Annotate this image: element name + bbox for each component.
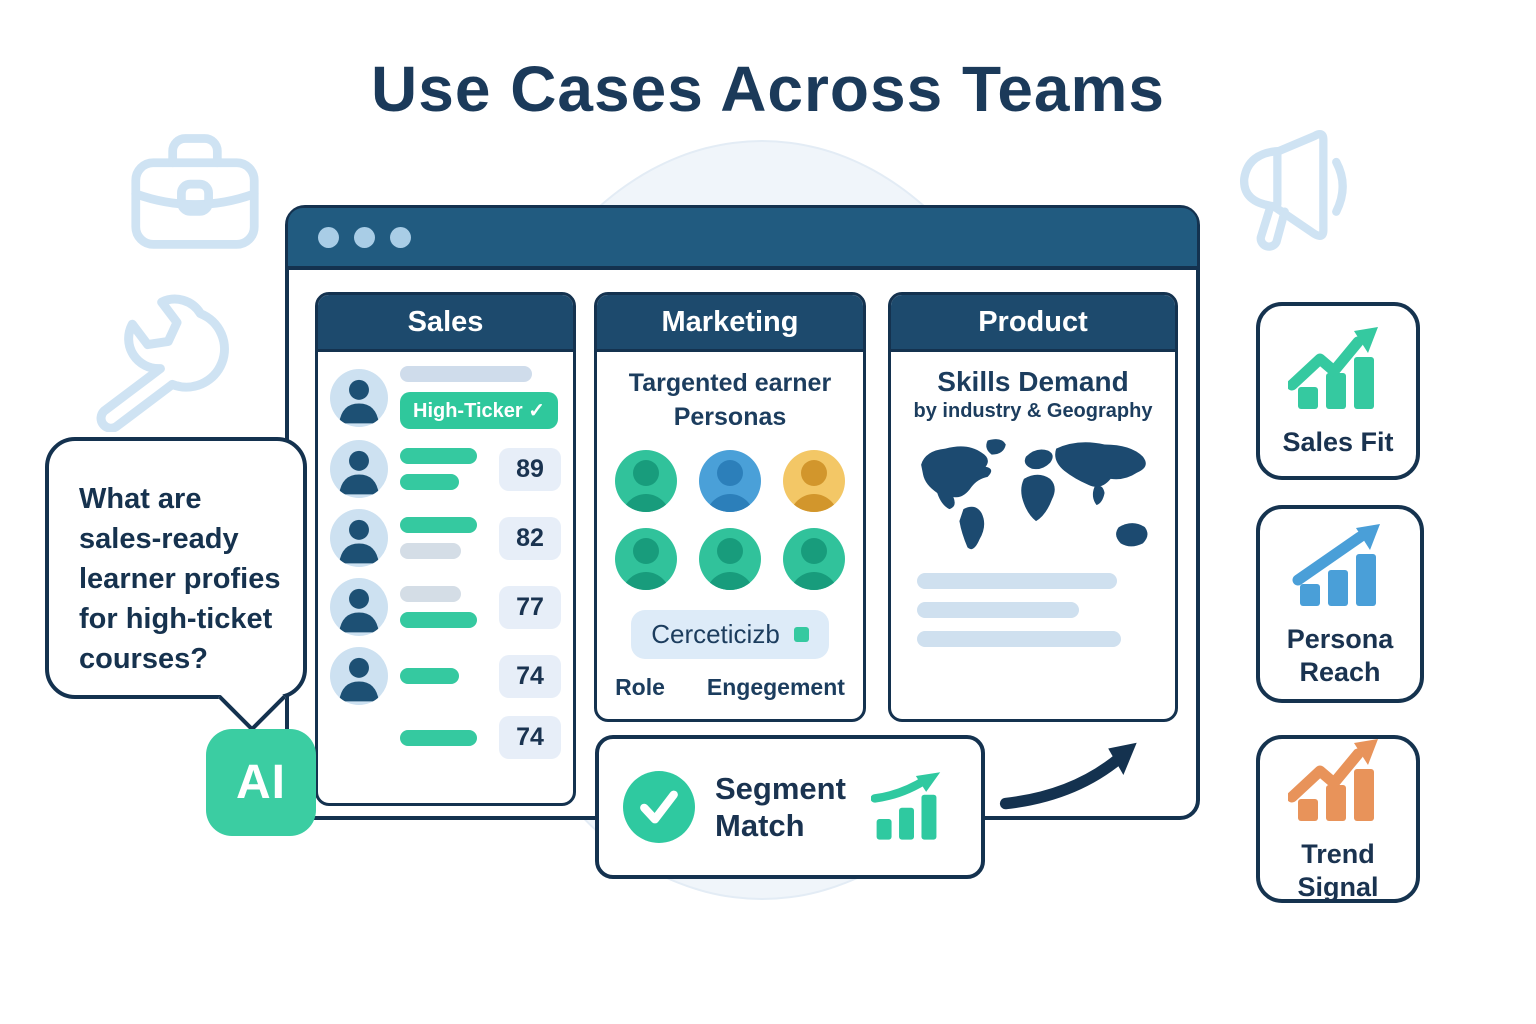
sales-row-bars: High-Ticker ✓ (400, 366, 561, 429)
side-card-label: Persona Reach (1286, 623, 1394, 687)
user-avatar-icon (330, 440, 388, 498)
world-map (907, 431, 1159, 569)
segment-match-label: Segment Match (715, 771, 846, 843)
score-chip: 74 (499, 716, 561, 759)
speech-bubble: What are sales-ready learner profies for… (45, 437, 307, 699)
product-placeholder-bars (891, 569, 1175, 647)
persona-avatar-icon (615, 450, 677, 512)
side-card-persona-reach: Persona Reach (1256, 505, 1424, 703)
window-dot-icon (390, 226, 411, 248)
score-chip: 89 (499, 447, 561, 491)
side-card-sales-fit: Sales Fit (1256, 302, 1420, 480)
window-dot-icon (354, 226, 375, 248)
sales-row: 74 (330, 647, 561, 705)
sales-row-bars (400, 586, 487, 628)
user-avatar-icon (330, 578, 388, 636)
placeholder-bar (917, 602, 1080, 618)
sales-column: Sales High-Ticker ✓ 89 82 77 74 74 (315, 292, 576, 806)
trend-chart-icon (1286, 735, 1388, 832)
megaphone-icon (1222, 116, 1364, 254)
persona-avatar-icon (615, 528, 677, 590)
sales-row-bars (400, 517, 487, 559)
trend-chart-icon (1290, 520, 1390, 617)
segment-chart-icon (870, 766, 957, 849)
sales-row: 89 (330, 440, 561, 498)
sales-row: 77 (330, 578, 561, 636)
user-avatar-icon (330, 509, 388, 567)
ai-badge: AI (206, 729, 316, 836)
persona-grid (597, 450, 863, 590)
speech-bubble-text: What are sales-ready learner profies for… (79, 483, 281, 675)
side-card-trend-signal: Trend Signal (1256, 735, 1420, 903)
placeholder-bar (400, 448, 477, 464)
sales-row-bars (400, 729, 487, 746)
marketing-column: Marketing Targented earner Personas Cerc… (594, 292, 866, 722)
placeholder-bar (400, 517, 477, 533)
window-dot-icon (318, 226, 339, 248)
side-card-label: Sales Fit (1282, 427, 1394, 457)
marketing-footer-engagement: Engegement (706, 674, 845, 700)
score-chip: 74 (499, 654, 561, 698)
sales-row: High-Ticker ✓ (330, 366, 561, 429)
placeholder-bar (400, 543, 461, 559)
check-icon (623, 771, 695, 843)
marketing-footer: Role Engegement (597, 674, 863, 701)
sales-row: 82 (330, 509, 561, 567)
sales-row-bars (400, 668, 487, 684)
user-avatar-icon (330, 647, 388, 705)
product-column: Product Skills Demand by industry & Geog… (888, 292, 1178, 722)
marketing-column-header: Marketing (597, 295, 863, 352)
placeholder-bar (400, 612, 477, 628)
marketing-footer-role: Role (615, 674, 665, 700)
placeholder-bar (400, 729, 477, 746)
product-column-header: Product (891, 295, 1175, 352)
product-subtitle: Skills Demand (937, 366, 1129, 397)
sales-rows: High-Ticker ✓ 89 82 77 74 74 (318, 352, 573, 767)
placeholder-bar (917, 631, 1122, 647)
placeholder-bar (400, 474, 460, 490)
persona-avatar-icon (699, 528, 761, 590)
persona-avatar-icon (699, 450, 761, 512)
persona-avatar-icon (783, 450, 845, 512)
high-ticker-badge: High-Ticker ✓ (400, 392, 558, 429)
product-subtitle-2: by industry & Geography (913, 400, 1153, 422)
side-card-label: Trend Signal (1297, 838, 1379, 902)
marketing-pill-label: Cerceticizb (651, 619, 780, 649)
score-chip: 77 (499, 585, 561, 629)
briefcase-icon (122, 122, 268, 256)
sales-column-header: Sales (318, 295, 573, 352)
wrench-icon (82, 282, 232, 432)
page-title: Use Cases Across Teams (371, 53, 1165, 125)
user-avatar-icon (330, 368, 388, 427)
green-square-icon (793, 627, 809, 642)
placeholder-bar (917, 573, 1117, 589)
window-title-bar (288, 208, 1197, 270)
marketing-pill: Cerceticizb (631, 610, 829, 659)
placeholder-bar (400, 586, 461, 602)
trend-chart-icon (1286, 323, 1388, 420)
placeholder-bar (400, 366, 533, 382)
score-chip: 82 (499, 516, 561, 560)
segment-match-box: Segment Match (595, 735, 985, 879)
sales-row-bars (400, 448, 487, 490)
persona-avatar-icon (783, 528, 845, 590)
sales-row: 74 (400, 716, 561, 759)
growth-arrow-icon (998, 733, 1150, 824)
placeholder-bar (400, 668, 460, 684)
marketing-subtitle: Targented earner Personas (628, 369, 832, 431)
